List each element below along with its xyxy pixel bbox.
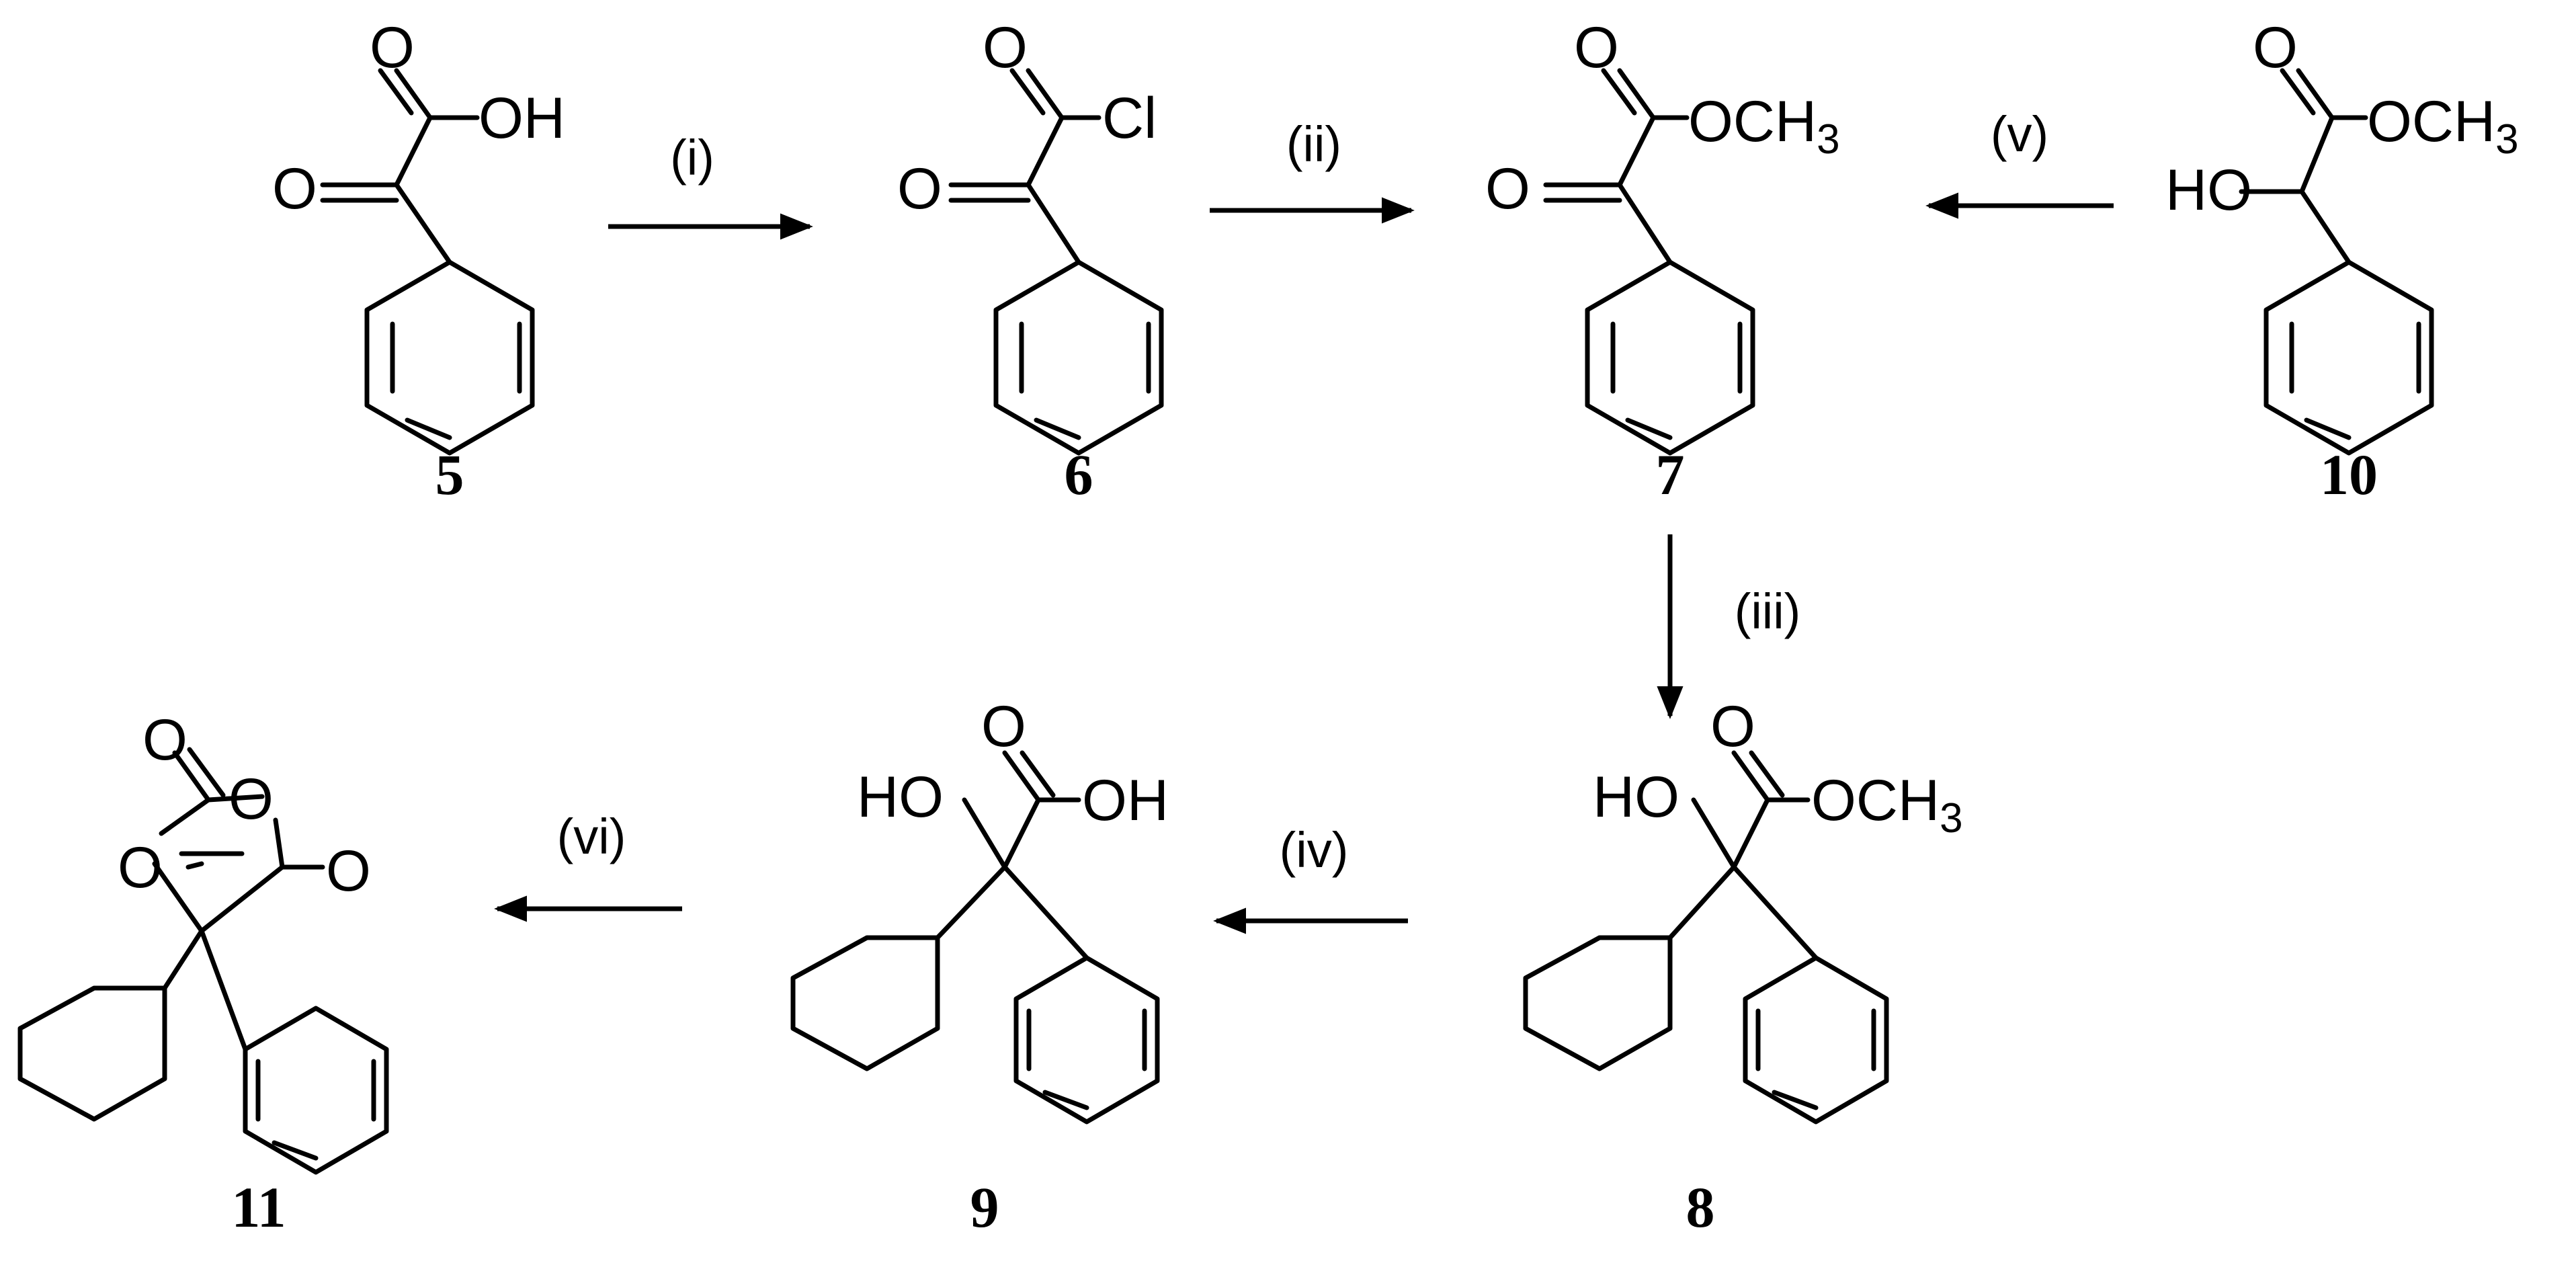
- hydroxyl-group: OH: [479, 86, 565, 151]
- carbonyl-oxygen: O: [370, 15, 415, 80]
- keto-oxygen: O: [272, 157, 317, 221]
- hydroxyl-group: OH: [1082, 768, 1169, 833]
- compound-label-6: 6: [1065, 442, 1093, 507]
- compound-9: O OH HO 9: [790, 694, 1169, 1239]
- phenyl-ring: [1013, 955, 1160, 1125]
- cyclohexyl-ring: [17, 985, 167, 1122]
- hydroxyl-group: HO: [1593, 765, 1679, 829]
- compound-7: O OCH3 O 7: [1485, 15, 1840, 507]
- methoxy-group: OCH3: [1688, 89, 1840, 163]
- condition-ii: (ii): [1286, 116, 1341, 172]
- compound-label-5: 5: [435, 442, 464, 507]
- compound-8: O OCH3 HO 8: [1523, 694, 1963, 1239]
- condition-vi: (vi): [557, 809, 626, 864]
- ring-oxygen: O: [228, 767, 274, 831]
- carbonyl-oxygen: O: [142, 708, 188, 772]
- compound-label-9: 9: [970, 1175, 999, 1239]
- ring-oxygen: O: [118, 836, 163, 900]
- compound-10: O OCH3 HO 10: [2165, 15, 2519, 507]
- hydroxyl-group: HO: [2165, 158, 2252, 222]
- compound-label-10: 10: [2320, 442, 2378, 507]
- benzene-ring: [993, 259, 1164, 456]
- carbonyl-oxygen: O: [981, 694, 1026, 759]
- compound-label-7: 7: [1656, 442, 1685, 507]
- methoxy-group: OCH3: [2367, 89, 2519, 163]
- carbonyl-oxygen: O: [1710, 694, 1755, 759]
- phenyl-ring: [1743, 955, 1889, 1125]
- condition-i: (i): [670, 130, 714, 186]
- condition-iv: (iv): [1280, 822, 1349, 878]
- keto-oxygen: O: [1485, 157, 1530, 221]
- carbonyl-oxygen: O: [2253, 15, 2298, 80]
- carbonyl-oxygen: O: [326, 839, 371, 903]
- chlorine-atom: Cl: [1102, 86, 1157, 151]
- carbonyl-oxygen: O: [983, 15, 1028, 80]
- cyclohexyl-ring: [790, 935, 940, 1071]
- hydroxyl-group: HO: [857, 765, 944, 829]
- compound-label-8: 8: [1686, 1175, 1715, 1239]
- carbonyl-oxygen: O: [1574, 15, 1619, 80]
- benzene-ring: [2263, 259, 2434, 456]
- condition-v: (v): [1991, 106, 2048, 162]
- cyclohexyl-ring: [1523, 935, 1673, 1071]
- keto-oxygen: O: [897, 157, 942, 221]
- benzene-ring: [364, 259, 535, 456]
- phenyl-ring: [243, 1006, 389, 1175]
- methoxy-group: OCH3: [1811, 768, 1963, 842]
- dioxolane-ring: [152, 794, 325, 934]
- compound-5: O OH O 5: [272, 15, 565, 507]
- compound-label-11: 11: [231, 1175, 286, 1239]
- condition-iii: (iii): [1735, 583, 1801, 639]
- compound-6: O Cl O 6: [897, 15, 1164, 507]
- compound-11: O O O O 11: [17, 708, 389, 1239]
- benzene-ring: [1585, 259, 1755, 456]
